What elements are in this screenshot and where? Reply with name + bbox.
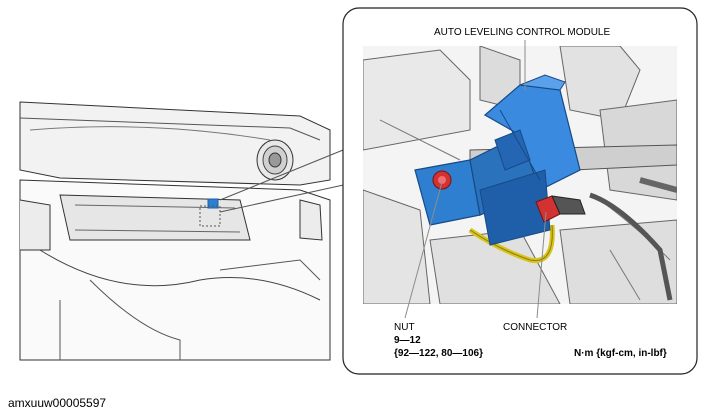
torque-nm-label: 9—12	[394, 335, 421, 346]
connector	[535, 195, 586, 223]
units-label: N·m {kgf-cm, in-lbf}	[574, 348, 667, 359]
nut-label: NUT	[394, 322, 415, 333]
module-label: AUTO LEVELING CONTROL MODULE	[434, 27, 611, 38]
nut	[432, 170, 452, 190]
torque-alt-label: {92—122, 80—106}	[394, 348, 483, 359]
dashboard-overview	[19, 101, 349, 361]
module-location-marker	[207, 198, 219, 209]
auto-leveling-control-module	[414, 74, 581, 246]
connector-label: CONNECTOR	[503, 322, 568, 333]
detail-panel	[342, 7, 698, 375]
connector-leader-line	[536, 211, 547, 319]
air-vent	[256, 139, 294, 181]
figure-id: amxuuw00005597	[8, 396, 107, 410]
nut-leader-line	[404, 181, 443, 319]
